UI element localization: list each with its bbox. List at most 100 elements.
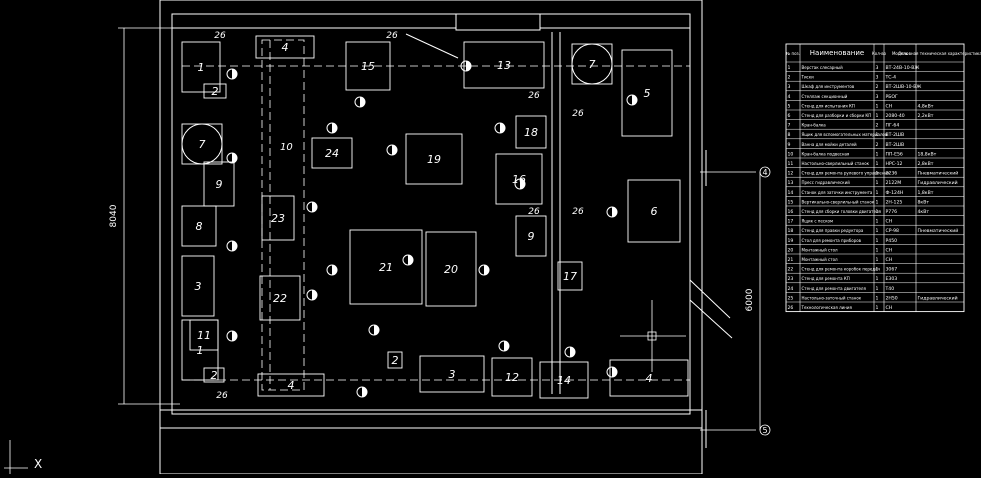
spec-cell: 10 <box>788 151 794 157</box>
spec-cell: 2 <box>788 75 791 81</box>
spec-cell: 9 <box>788 142 791 148</box>
equipment-outline <box>387 351 403 369</box>
equipment-label: 4 <box>646 372 653 385</box>
equipment-outline <box>311 137 353 169</box>
spec-cell: 1 <box>876 295 879 301</box>
spec-cell: 2Н50 <box>886 295 898 301</box>
spec-cell: 23 <box>788 276 794 282</box>
spec-cell: Ящик с песком <box>802 219 833 224</box>
spec-cell: 1 <box>876 247 879 253</box>
spec-cell: Р450 <box>886 238 898 244</box>
axis-mark-4: 4 <box>762 168 767 177</box>
spec-cell: 20 <box>788 247 794 253</box>
spec-cell: 3 <box>876 65 879 71</box>
spec-cell: Настольно-заточный станок <box>802 295 862 300</box>
worker-station-icon <box>232 331 237 341</box>
spec-cell: 4,8кВт <box>918 103 934 109</box>
spec-cell: Стенд для сборки головки двигателя <box>802 209 882 214</box>
equipment-outline <box>349 229 423 305</box>
worker-station-icon <box>484 265 489 275</box>
equipment-outline <box>627 179 681 243</box>
spec-cell: 1 <box>876 219 879 225</box>
spec-cell: 16 <box>788 209 794 215</box>
equipment-outline <box>203 161 235 207</box>
equipment-label: 26 <box>528 207 540 217</box>
spec-cell: 14 <box>788 190 794 196</box>
spec-cell: 1 <box>788 65 791 71</box>
worker-station-icon <box>362 387 367 397</box>
spec-cell: 13 <box>788 180 794 186</box>
spec-cell: РБОГ <box>886 94 899 100</box>
equipment-label: 26 <box>214 31 226 41</box>
spec-cell: 2,8кВт <box>918 161 934 167</box>
equipment-label: 24 <box>325 147 339 160</box>
spec-cell: Монтажный стол <box>802 247 839 252</box>
equipment-outline <box>257 373 325 397</box>
equipment-outline <box>181 255 215 317</box>
equipment-label: 11 <box>197 329 211 342</box>
worker-station-icon <box>360 97 365 107</box>
spec-cell: 8 <box>788 132 791 138</box>
cad-crosshair <box>620 300 686 372</box>
equipment-label: 13 <box>497 59 511 72</box>
spec-cell: 1 <box>876 276 879 282</box>
equipment-label: 7 <box>589 58 596 71</box>
equipment-label: 26 <box>216 391 228 401</box>
spec-cell: Гидравлический <box>918 179 958 186</box>
spec-cell: ПП-E56 <box>886 151 903 157</box>
equipment-label: 3 <box>449 368 456 381</box>
equipment-label: 7 <box>199 138 206 151</box>
equipment-outline <box>261 195 295 241</box>
spec-cell: 2122М <box>886 180 902 186</box>
spec-cell: 1,8кВт <box>918 190 934 196</box>
spec-cell: 1 <box>876 305 879 311</box>
equipment-outline <box>405 133 463 185</box>
spec-cell: 3 <box>788 84 791 90</box>
spec-cell: 1 <box>876 228 879 234</box>
equipment-outline <box>259 275 301 321</box>
equipment-label: 12 <box>505 371 519 384</box>
equipment-outline <box>621 49 673 137</box>
equipment-label: 14 <box>557 374 571 387</box>
spec-cell: 6 <box>788 113 791 119</box>
spec-cell: Пневматический <box>918 227 959 234</box>
equipment-outline <box>255 35 315 59</box>
equipment-label: 26 <box>528 91 540 101</box>
spec-cell: 4 <box>788 94 791 100</box>
crane-circle <box>571 43 613 85</box>
spec-cell: 21 <box>788 257 794 263</box>
equipment-outline <box>181 41 221 93</box>
spec-cell: 1 <box>876 180 879 186</box>
spec-cell: 1 <box>876 238 879 244</box>
spec-cell: ВТ-2ШВ <box>886 132 905 138</box>
equipment-outline <box>203 367 225 383</box>
spec-cell: 3 <box>876 75 879 81</box>
spec-cell: 22 <box>788 267 794 273</box>
spec-cell: Стенд для ремонта двигателя <box>802 286 867 291</box>
spec-cell: 12 <box>788 171 794 177</box>
spec-cell: 2080-40 <box>886 113 905 119</box>
spec-cell: 2,2кВт <box>918 113 934 119</box>
equipment-outline <box>515 115 547 149</box>
spec-cell: 2236 <box>886 171 898 177</box>
spec-cell: Стенд для ремонта рулевого управления <box>802 171 890 176</box>
spec-header: Модель <box>892 51 909 56</box>
spec-cell: 1 <box>876 161 879 167</box>
spec-cell: Настольно-сверлильный станок <box>802 161 870 166</box>
worker-station-icon <box>500 123 505 133</box>
worker-station-icon <box>408 255 413 265</box>
spec-cell: 4кВт <box>918 209 930 215</box>
spec-cell: 2 <box>876 142 879 148</box>
spec-cell: ВТ-2ШВ-10-ВЖ <box>886 84 922 90</box>
equipment-label: 21 <box>379 261 393 274</box>
worker-station-icon <box>312 290 317 300</box>
equipment-outline <box>181 205 217 247</box>
spec-cell: ТС-4 <box>885 75 897 81</box>
worker-station-icon <box>332 265 337 275</box>
spec-cell: 1 <box>876 132 879 138</box>
worker-station-icon <box>612 367 617 377</box>
equipment-label: 4 <box>288 379 295 392</box>
